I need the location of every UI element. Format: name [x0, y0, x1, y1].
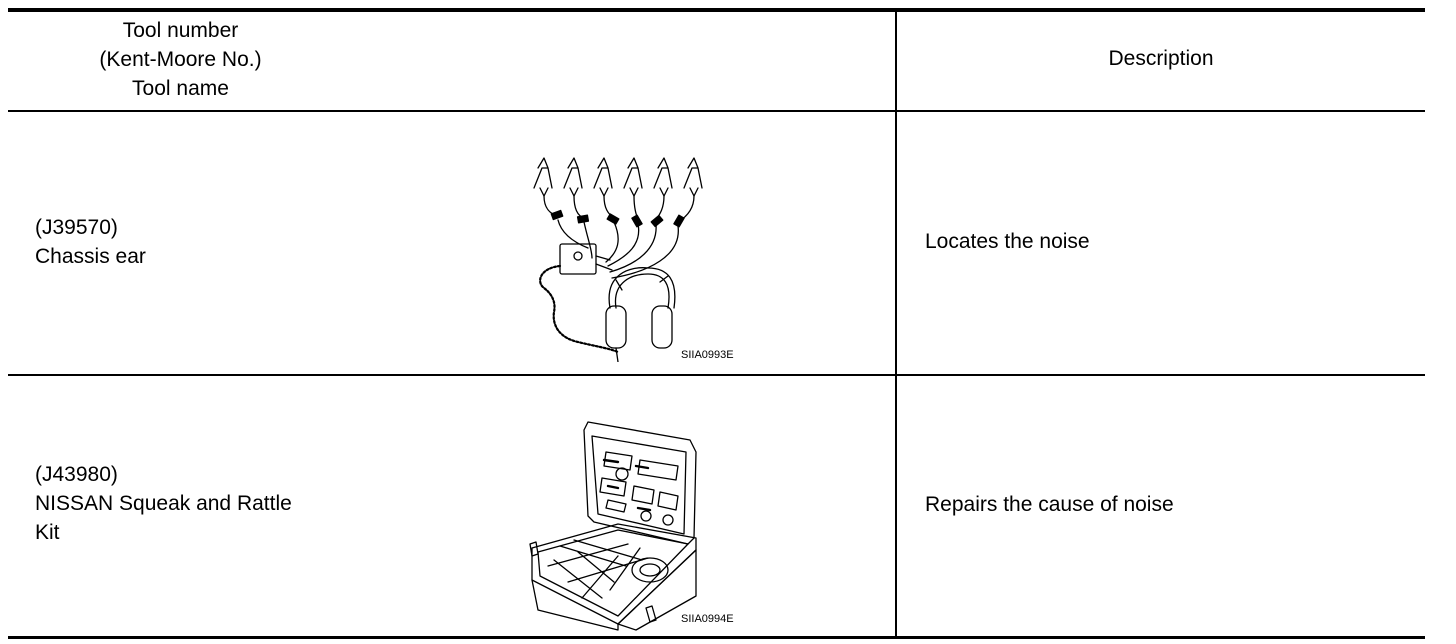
special-service-tools-table: Tool number (Kent-Moore No.) Tool name D…: [8, 8, 1425, 639]
column-divider: [895, 8, 897, 638]
squeak-rattle-kit-illustration: [529, 421, 697, 631]
tool-number: (J43980): [35, 463, 118, 486]
table-bottom-border: [8, 636, 1425, 639]
figure-code: SIIA0994E: [681, 613, 734, 625]
header-tool-column: Tool number (Kent-Moore No.) Tool name: [8, 16, 353, 103]
tool-name: Chassis ear: [35, 245, 146, 268]
tool-name-line-1: NISSAN Squeak and Rattle: [35, 492, 292, 515]
header-description: Description: [1108, 47, 1214, 70]
chassis-ear-illustration: [533, 157, 703, 362]
header-tool-number: Tool number: [122, 19, 239, 42]
header-divider: [8, 110, 1425, 112]
tool-identifier: (J43980) NISSAN Squeak and Rattle Kit: [35, 460, 355, 547]
tool-description: Repairs the cause of noise: [925, 493, 1174, 516]
tool-description: Locates the noise: [925, 230, 1090, 253]
header-kent-moore: (Kent-Moore No.): [99, 48, 262, 71]
clip-icon: [533, 157, 553, 197]
tool-name-line-2: Kit: [35, 521, 60, 544]
row-divider: [8, 374, 1425, 376]
tool-number: (J39570): [35, 216, 118, 239]
table-top-border: [8, 8, 1425, 12]
figure-code: SIIA0993E: [681, 349, 734, 361]
header-tool-name: Tool name: [132, 77, 229, 100]
tool-identifier: (J39570) Chassis ear: [35, 213, 355, 271]
